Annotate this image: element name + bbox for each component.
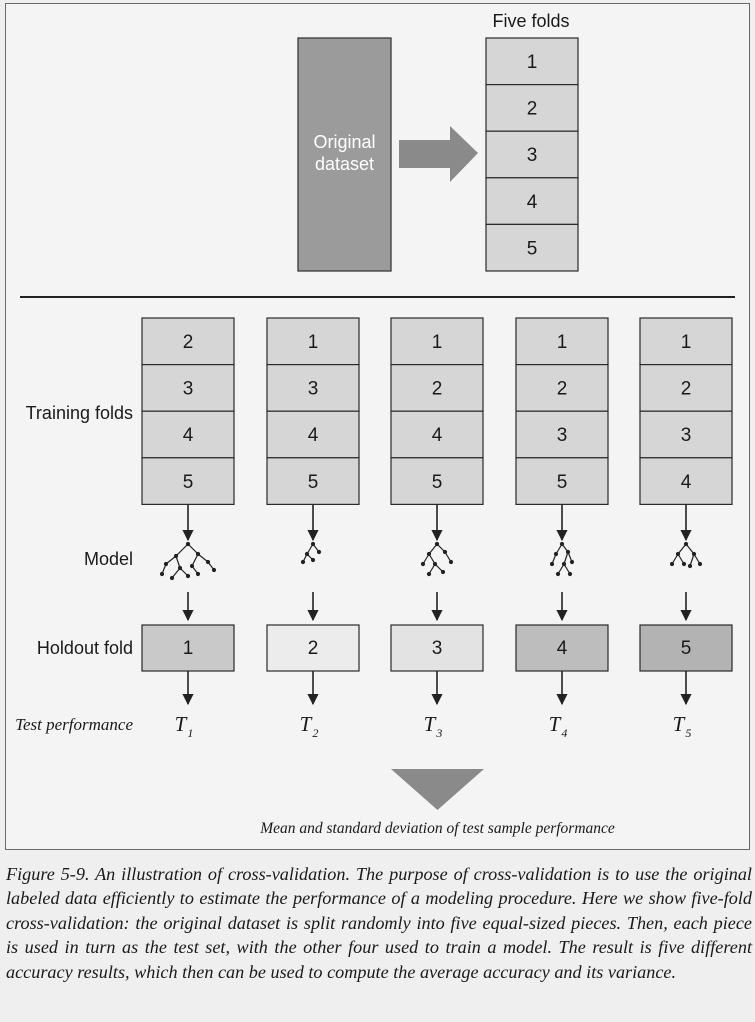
training-fold-number: 2	[681, 379, 692, 400]
split-arrow-icon	[399, 126, 478, 182]
original-dataset-label: Original	[313, 132, 375, 152]
original-dataset-box	[297, 37, 392, 272]
training-fold-number: 5	[308, 472, 319, 493]
training-fold-number: 2	[557, 379, 568, 400]
training-fold-number: 3	[183, 379, 194, 400]
holdout-fold-box	[141, 624, 235, 672]
fold-box-2	[485, 83, 579, 132]
training-fold-box	[141, 457, 235, 505]
training-fold-box	[639, 410, 733, 459]
holdout-fold-box	[266, 624, 360, 672]
holdout-fold-number: 2	[308, 638, 319, 659]
training-fold-number: 3	[308, 379, 319, 400]
training-fold-number: 5	[432, 472, 443, 493]
figure-caption: Figure 5-9. An illustration of cross-val…	[6, 864, 752, 982]
result-arrow-icon	[391, 769, 484, 810]
test-performance-value: T1	[175, 712, 194, 740]
training-fold-box	[390, 457, 484, 505]
fold-box-4	[485, 177, 579, 226]
training-fold-number: 5	[183, 472, 194, 493]
holdout-fold-label: Holdout fold	[37, 638, 133, 658]
training-fold-number: 2	[432, 379, 443, 400]
holdout-fold-number: 1	[183, 638, 194, 659]
fold-box-1	[485, 37, 579, 86]
training-fold-box	[390, 410, 484, 459]
training-fold-number: 1	[308, 332, 319, 353]
holdout-fold-box	[390, 624, 484, 672]
test-performance-value: T4	[549, 712, 568, 740]
five-folds-title: Five folds	[492, 11, 569, 31]
training-fold-box	[266, 457, 360, 505]
test-performance-label: Test performance	[15, 715, 133, 734]
training-fold-number: 1	[432, 332, 443, 353]
iteration-column-2: 1 3 4 5 2T2	[266, 317, 360, 740]
result-label: Mean and standard deviation of test samp…	[259, 820, 615, 837]
iteration-column-4: 1 2 3 5 4T4	[515, 317, 609, 740]
iteration-columns: 2 3 4 5 1T1 1 3 4 5 2T2 1 2 4 5 3T3 1 2 3 5 4T4 1 2 3 4 5T5	[141, 317, 733, 740]
training-fold-number: 4	[183, 425, 194, 446]
holdout-fold-number: 5	[681, 638, 692, 659]
holdout-fold-box	[515, 624, 609, 672]
fold-number: 4	[527, 192, 538, 213]
training-fold-number: 1	[557, 332, 568, 353]
training-fold-number: 4	[308, 425, 319, 446]
decision-tree-icon	[300, 541, 322, 565]
fold-number: 2	[527, 99, 538, 120]
training-fold-box	[266, 410, 360, 459]
training-fold-box	[141, 364, 235, 412]
decision-tree-icon	[549, 541, 575, 577]
decision-tree-icon	[420, 541, 454, 577]
five-folds-stack: 1 2 3 4 5	[485, 37, 579, 272]
model-label: Model	[84, 549, 133, 569]
iteration-column-1: 2 3 4 5 1T1	[141, 317, 235, 740]
test-performance-value: T3	[424, 712, 443, 740]
training-fold-number: 1	[681, 332, 692, 353]
fold-number: 3	[527, 145, 538, 166]
training-fold-box	[639, 317, 733, 366]
training-fold-box	[515, 317, 609, 366]
training-folds-label: Training folds	[26, 403, 133, 423]
training-fold-box	[390, 317, 484, 366]
training-fold-box	[515, 457, 609, 505]
training-fold-number: 4	[681, 472, 692, 493]
fold-number: 1	[527, 52, 538, 73]
fold-number: 5	[527, 238, 538, 259]
decision-tree-icon	[669, 541, 703, 569]
training-fold-box	[266, 317, 360, 366]
training-fold-number: 4	[432, 425, 443, 446]
training-fold-number: 2	[183, 332, 194, 353]
iteration-column-5: 1 2 3 4 5T5	[639, 317, 733, 740]
training-fold-box	[639, 457, 733, 505]
training-fold-number: 3	[681, 425, 692, 446]
training-fold-number: 3	[557, 425, 568, 446]
test-performance-value: T5	[673, 712, 692, 740]
holdout-fold-number: 3	[432, 638, 443, 659]
fold-box-5	[485, 223, 579, 272]
test-performance-value: T2	[300, 712, 319, 740]
training-fold-box	[141, 317, 235, 366]
holdout-fold-number: 4	[557, 638, 568, 659]
iteration-column-3: 1 2 4 5 3T3	[390, 317, 484, 740]
training-fold-box	[141, 410, 235, 459]
training-fold-box	[639, 364, 733, 412]
decision-tree-icon	[159, 541, 217, 581]
cross-validation-diagram: Original dataset Five folds 1 2 3 4 5 Traini…	[15, 11, 735, 837]
training-fold-box	[515, 410, 609, 459]
original-dataset-label-line2: dataset	[315, 154, 374, 174]
training-fold-number: 5	[557, 472, 568, 493]
training-fold-box	[266, 364, 360, 412]
